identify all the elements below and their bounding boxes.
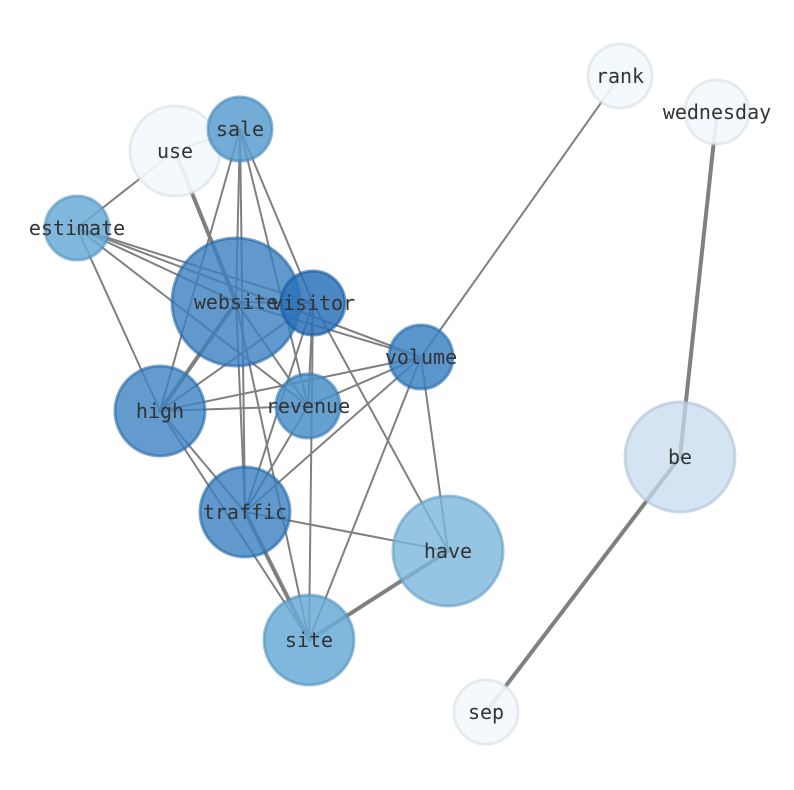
node-traffic [198, 465, 292, 559]
node-have [391, 494, 505, 608]
edge-wednesday-be [678, 110, 719, 459]
node-high [113, 364, 207, 458]
edge-visitor-site [308, 302, 314, 641]
node-label-have: have [424, 539, 472, 563]
node-label-visitor: visitor [271, 291, 355, 315]
node-label-sep: sep [468, 700, 504, 724]
node-be [623, 400, 737, 514]
node-sep [452, 678, 520, 746]
node-layer [43, 42, 751, 746]
node-label-website: website [194, 290, 278, 314]
node-label-estimate: estimate [29, 216, 125, 240]
node-volume [387, 323, 455, 391]
edge-rank-volume [420, 75, 621, 358]
node-label-volume: volume [385, 345, 457, 369]
node-label-use: use [157, 139, 193, 163]
node-label-high: high [136, 399, 184, 423]
node-site [262, 593, 356, 687]
node-revenue [274, 372, 342, 440]
node-label-wednesday: wednesday [663, 100, 771, 124]
node-rank [586, 42, 654, 110]
node-estimate [43, 194, 111, 262]
node-label-site: site [285, 628, 333, 652]
edge-volume-site [308, 356, 422, 641]
node-sale [206, 95, 274, 163]
node-wednesday [683, 78, 751, 146]
node-label-be: be [668, 445, 692, 469]
node-label-traffic: traffic [203, 500, 287, 524]
node-visitor [279, 269, 347, 337]
node-label-rank: rank [596, 64, 644, 88]
node-label-revenue: revenue [266, 394, 350, 418]
node-label-sale: sale [216, 117, 264, 141]
